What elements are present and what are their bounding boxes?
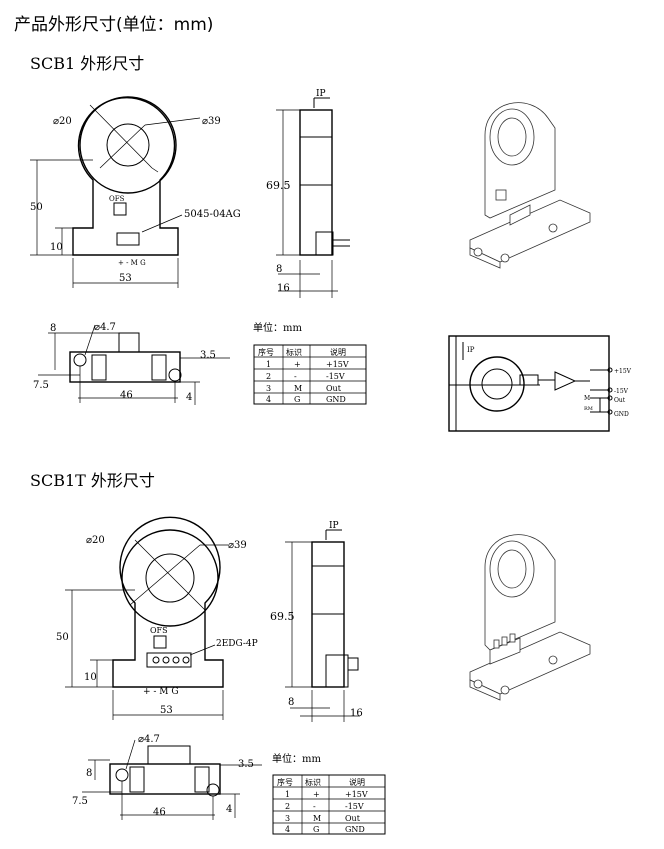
- scb1t-side-width-label: 16: [350, 708, 363, 719]
- scb1t-td-0-0: 1: [285, 790, 290, 799]
- scb1t-bottom-small: 4: [226, 804, 232, 815]
- scb1t-td-3-0: 4: [285, 825, 290, 834]
- scb1t-th-0: 序号: [277, 777, 293, 787]
- scb1-td-0-2: +15V: [326, 360, 349, 369]
- scb1t-td-2-2: Out: [345, 814, 361, 823]
- scb1t-td-2-0: 3: [285, 814, 290, 823]
- scb1t-bottom-h: 8: [86, 768, 92, 779]
- scb1-bottom-view: [38, 324, 230, 405]
- scb1-side-view: [276, 97, 350, 298]
- scb1-td-0-1: +: [294, 360, 301, 369]
- scb1t-bottom-right: 3.5: [238, 759, 254, 770]
- scb1-sch-plus15: +15V: [614, 368, 632, 375]
- scb1-td-2-0: 3: [266, 384, 271, 393]
- scb1-th-2: 说明: [330, 347, 346, 357]
- scb1-sch-m: M: [584, 395, 590, 402]
- scb1-sch-rm: RM: [584, 406, 593, 412]
- scb1-th-0: 序号: [258, 347, 274, 357]
- scb1t-height-label: 50: [56, 632, 69, 643]
- scb1t-td-1-2: -15V: [345, 802, 364, 811]
- scb1-ip-label: IP: [316, 89, 326, 99]
- scb1-td-1-0: 2: [266, 372, 271, 381]
- section-title-scb1: SCB1 外形尺寸: [30, 54, 145, 73]
- scb1t-th-2: 说明: [349, 777, 365, 787]
- scb1-bottom-right: 3.5: [200, 350, 216, 361]
- scb1-inner-dia: ⌀20: [53, 116, 72, 127]
- scb1-height-label: 50: [30, 202, 43, 213]
- scb1t-front-view: [65, 516, 228, 720]
- scb1-front-view: [30, 96, 201, 288]
- scb1t-connector-label: 2EDG-4P: [216, 639, 258, 649]
- scb1t-base-height-label: 10: [84, 672, 97, 683]
- scb1t-td-2-1: M: [313, 814, 321, 823]
- scb1t-outer-dia: ⌀39: [228, 540, 247, 551]
- scb1t-bottom-offset: 7.5: [72, 796, 88, 807]
- scb1-outer-dia: ⌀39: [202, 116, 221, 127]
- scb1-pins-row: + - M G: [118, 259, 146, 267]
- scb1-side-base-label: 8: [276, 264, 282, 275]
- scb1-side-height-label: 69.5: [266, 179, 291, 192]
- scb1t-bottom-pitch: 46: [153, 807, 166, 818]
- scb1-bottom-h: 8: [50, 323, 56, 334]
- scb1t-width-label: 53: [160, 705, 173, 716]
- scb1-schematic: [448, 335, 613, 432]
- scb1t-td-1-0: 2: [285, 802, 290, 811]
- scb1-td-2-1: M: [294, 384, 302, 393]
- scb1t-side-base-label: 8: [288, 697, 294, 708]
- scb1-td-1-1: -: [294, 372, 297, 381]
- scb1t-side-height-label: 69.5: [270, 610, 295, 623]
- scb1t-td-0-2: +15V: [345, 790, 368, 799]
- page-title: 产品外形尺寸(单位：mm): [14, 15, 214, 35]
- scb1-td-3-1: G: [294, 395, 300, 404]
- scb1t-ofs-label: OFS: [150, 626, 168, 635]
- scb1-sch-out: Out: [614, 397, 626, 404]
- scb1t-td-3-1: G: [313, 825, 319, 834]
- scb1t-td-1-1: -: [313, 802, 316, 811]
- scb1-td-3-2: GND: [326, 395, 346, 404]
- scb1-bottom-small: 4: [186, 392, 192, 403]
- scb1t-td-3-2: GND: [345, 825, 365, 834]
- scb1t-inner-dia: ⌀20: [86, 535, 105, 546]
- scb1t-hole-dia: ⌀4.7: [138, 734, 160, 745]
- scb1-th-1: 标识: [286, 347, 302, 357]
- scb1-unit-label: 单位：mm: [253, 321, 302, 334]
- scb1-td-0-0: 1: [266, 360, 271, 369]
- scb1-hole-dia: ⌀4.7: [94, 322, 116, 333]
- scb1t-ip-label: IP: [329, 521, 339, 531]
- scb1t-pins-row: + - M G: [143, 687, 179, 697]
- scb1t-3d-view: [469, 534, 591, 701]
- scb1-sch-ip: IP: [467, 346, 475, 354]
- scb1-base-height-label: 10: [50, 242, 63, 253]
- scb1-bottom-offset: 7.5: [33, 380, 49, 391]
- scb1t-td-0-1: +: [313, 790, 320, 799]
- scb1-connector-label: 5045-04AG: [184, 209, 241, 220]
- scb1-sch-minus15: -15V: [614, 388, 629, 395]
- scb1t-unit-label: 单位：mm: [272, 752, 321, 765]
- section-title-scb1t: SCB1T 外形尺寸: [30, 471, 155, 490]
- scb1t-side-view: [285, 529, 360, 722]
- scb1-ofs-label: OFS: [109, 195, 125, 203]
- scb1t-th-1: 标识: [305, 777, 321, 787]
- scb1t-pin-table: [272, 774, 386, 835]
- scb1-3d-view: [469, 102, 591, 269]
- scb1-td-2-2: Out: [326, 384, 342, 393]
- scb1-td-3-0: 4: [266, 395, 271, 404]
- scb1-width-label: 53: [119, 273, 132, 284]
- scb1-sch-gnd: GND: [614, 411, 629, 418]
- scb1t-bottom-view: [82, 739, 262, 820]
- scb1-side-width-label: 16: [277, 283, 290, 294]
- scb1-pin-table: [253, 344, 367, 405]
- scb1-td-1-2: -15V: [326, 372, 345, 381]
- scb1-bottom-pitch: 46: [120, 390, 133, 401]
